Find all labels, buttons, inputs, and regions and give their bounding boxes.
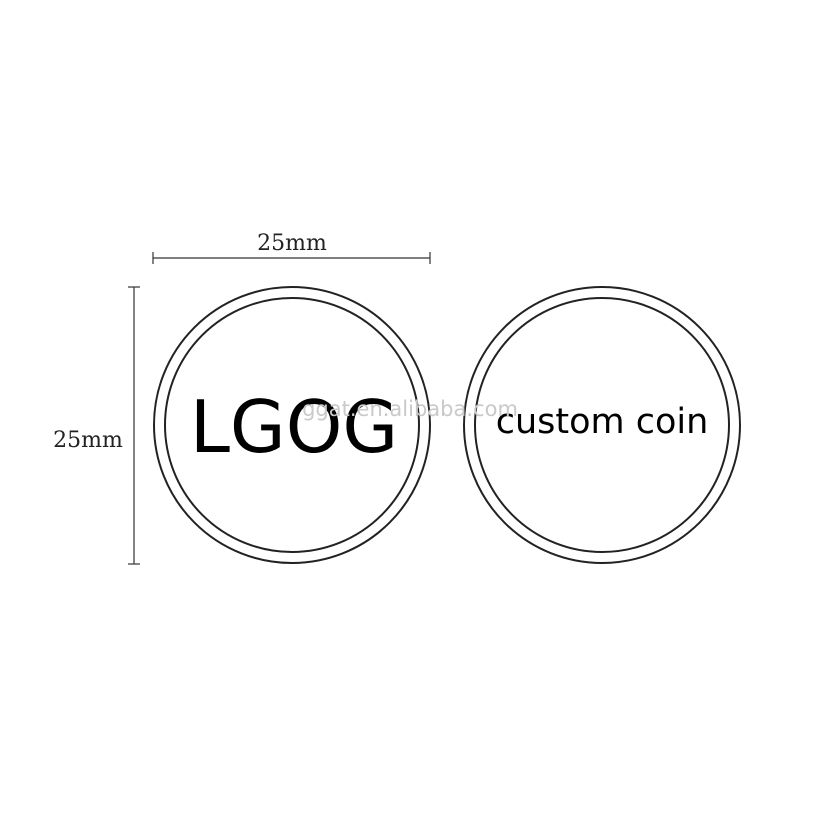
coin-left-text: LGOG — [190, 385, 398, 469]
coin-right-inner-ring — [474, 297, 730, 553]
coin-right-outer-ring — [463, 286, 741, 564]
height-dimension: 25mm — [53, 286, 140, 565]
width-dimension-label: 25mm — [257, 231, 327, 256]
coin-right: custom coin — [463, 286, 741, 564]
coin-left-outer-ring — [153, 286, 431, 564]
coin-left-inner-ring — [164, 297, 420, 553]
coin-right-text: custom coin — [496, 402, 709, 442]
coin-left: LGOG — [153, 286, 431, 564]
height-dimension-label: 25mm — [53, 428, 123, 453]
watermark-text: ggat.en.alibaba.com — [302, 397, 518, 421]
width-dimension: 25mm — [152, 231, 431, 264]
